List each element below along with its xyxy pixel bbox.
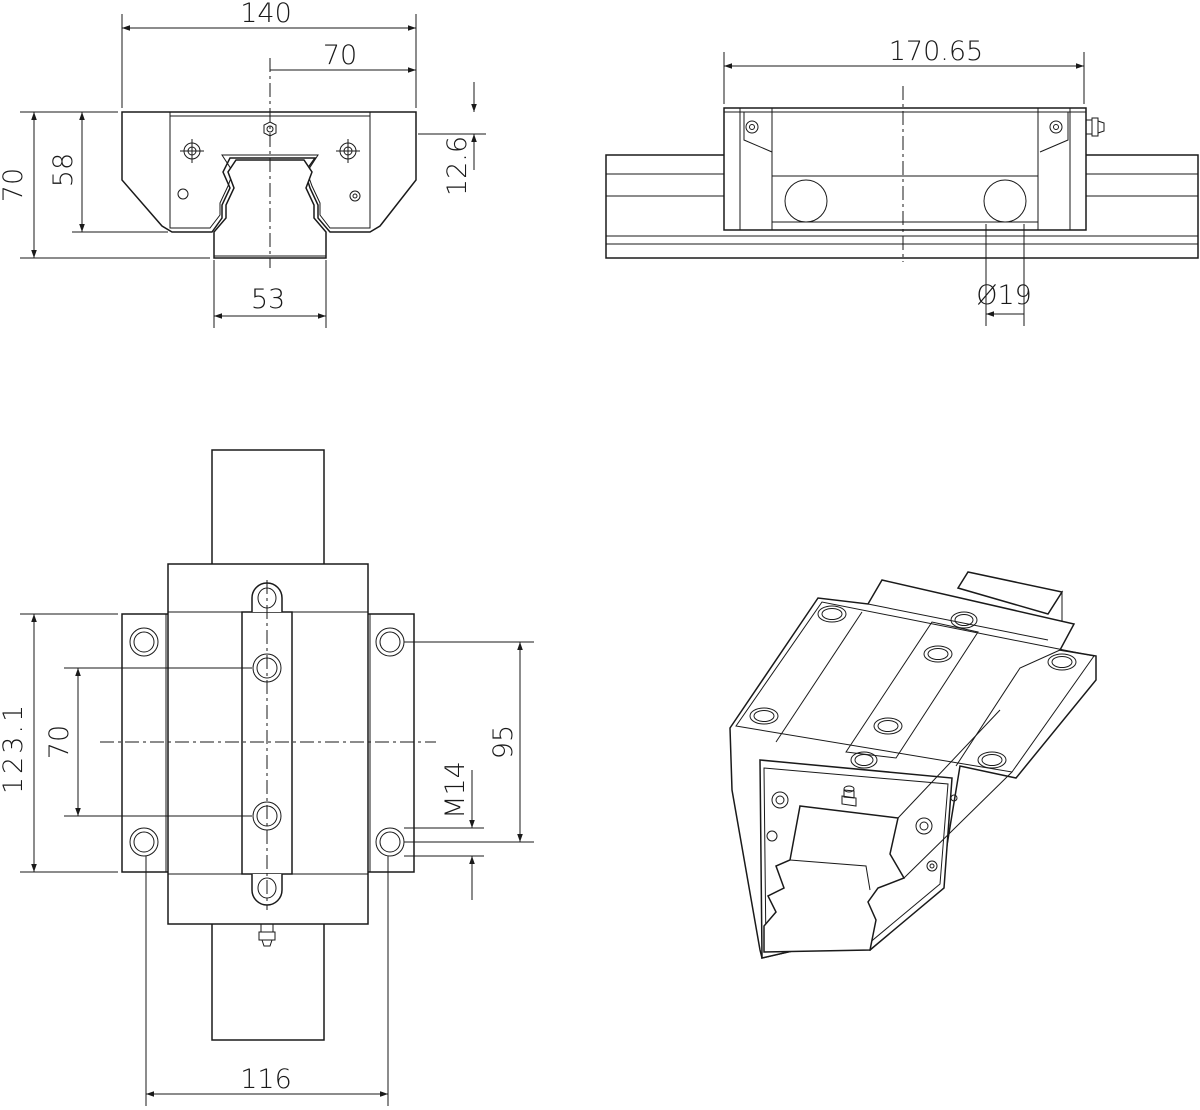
dim-height-block: 58: [48, 153, 79, 187]
side-hole-right: [983, 179, 1027, 223]
dim-length: 170.65: [889, 36, 983, 67]
dim-thread: M14: [440, 761, 471, 819]
side-view: 170.65 Ø19: [605, 36, 1199, 326]
top-grease-nipple: [258, 923, 276, 947]
side-screw-right: [1049, 120, 1063, 134]
iso-rail-front: [763, 805, 906, 953]
dim-hole-pitch-long: 70: [44, 725, 75, 759]
dim-width-total: 140: [240, 0, 292, 29]
dim-hole-pitch-trans: 95: [488, 725, 519, 759]
dim-rail-width: 53: [251, 284, 285, 315]
side-hole-left: [784, 179, 828, 223]
iso-grease-nipple: [841, 785, 857, 807]
dim-flange-width: 116: [240, 1064, 292, 1095]
front-bolt-right: [336, 139, 360, 163]
dim-rail-offset: 12.6: [442, 136, 473, 196]
iso-front-bolts: [766, 791, 958, 872]
dim-width-half: 70: [323, 40, 357, 71]
side-grease-nipple: [1085, 117, 1105, 137]
front-view: 140 70 70 58 12.6 53: [0, 0, 486, 328]
top-view: 123.1 70 95 M14 116: [0, 449, 534, 1106]
side-block: [723, 107, 1087, 231]
front-pin-left: [177, 188, 189, 200]
iso-top-holes: [749, 605, 1077, 769]
iso-centre-strip: [845, 621, 979, 759]
front-bolt-left: [180, 139, 204, 163]
dim-length-total: 123.1: [0, 702, 29, 794]
side-screw-left: [745, 120, 759, 134]
isometric-view: [729, 571, 1097, 959]
dim-height-total: 70: [0, 168, 29, 202]
front-pin-right: [349, 190, 361, 202]
front-block-outline: [121, 111, 417, 233]
top-flange-holes: [129, 627, 405, 857]
dim-hole-dia: Ø19: [976, 280, 1032, 311]
